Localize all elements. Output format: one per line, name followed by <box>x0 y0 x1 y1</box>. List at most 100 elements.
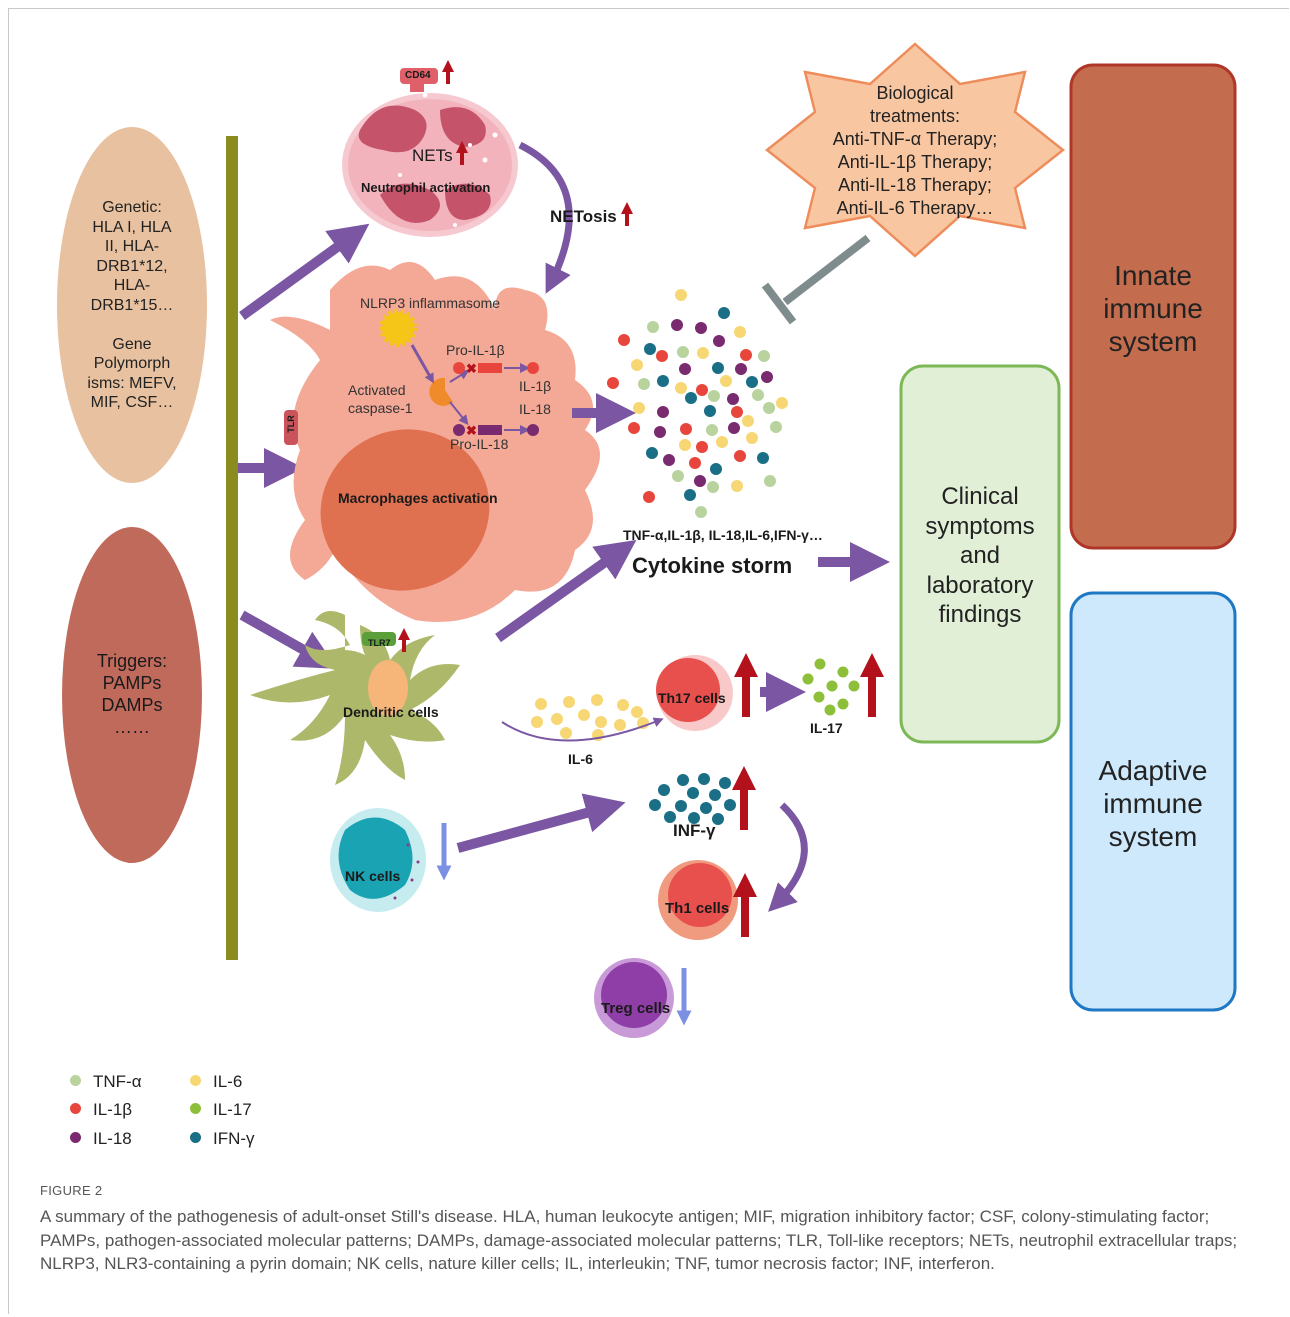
legend-label: IFN-γ <box>213 1129 255 1148</box>
cytokine-dot <box>728 422 740 434</box>
caspase-1-shape <box>429 377 453 406</box>
cytokine-dot <box>633 402 645 414</box>
cytokine-dot <box>709 789 721 801</box>
cytokine-dot <box>712 362 724 374</box>
cytokine-dot <box>646 447 658 459</box>
tlr-receptor <box>284 410 298 445</box>
legend-ifng: IFN-γ <box>190 1129 255 1149</box>
svg-text:✖: ✖ <box>466 361 477 376</box>
cytokine-dot <box>814 658 826 670</box>
arrow-to-neutrophil <box>239 223 370 321</box>
inhibition-bar <box>761 282 797 325</box>
cytokine-dot <box>560 727 572 739</box>
caspase-label-line2: caspase-1 <box>348 400 413 416</box>
cytokine-dot <box>644 343 656 355</box>
cytokine-dot <box>735 363 747 375</box>
cytokine-dot <box>826 680 838 692</box>
clinical-line: Clinical <box>941 483 1019 510</box>
genetic-line: II, HLA- <box>104 238 160 255</box>
cytokine-dot <box>697 347 709 359</box>
figure-label: FIGURE 2 <box>40 1183 103 1198</box>
cytokine-dot <box>684 489 696 501</box>
cytokine-dot <box>776 397 788 409</box>
cytokine-dot <box>675 382 687 394</box>
cytokine-dot <box>740 349 752 361</box>
cytokine-dot <box>631 359 643 371</box>
cytokine-dot <box>757 452 769 464</box>
clinical-box <box>899 364 1061 744</box>
adaptive-box <box>1069 591 1237 1012</box>
cytokine-dot <box>824 704 836 716</box>
legend-swatch <box>190 1132 201 1144</box>
legend-swatch <box>70 1103 81 1115</box>
legend-label: IL-17 <box>213 1100 252 1119</box>
il17-dot-cloud <box>802 658 860 716</box>
cytokine-dot <box>731 480 743 492</box>
cytokine-dot <box>671 319 683 331</box>
genetic-line: DRB1*15… <box>90 296 174 314</box>
cd64-label: CD64 <box>405 70 431 81</box>
arrow-nk-infg <box>456 793 626 853</box>
cytokine-dot <box>734 326 746 338</box>
genetic-line: isms: MEFV, <box>87 374 177 392</box>
cytokine-dot <box>764 475 776 487</box>
legend-tnf: TNF-α <box>70 1072 142 1092</box>
netosis-curve-arrow <box>518 141 573 294</box>
cytokine-dot <box>720 375 732 387</box>
nk-cell <box>330 808 426 912</box>
cytokine-dot <box>685 392 697 404</box>
cytokine-dot <box>698 773 710 785</box>
genetic-line: HLA I, HLA <box>92 218 172 236</box>
cytokine-dot <box>719 777 731 789</box>
macrophage-cell <box>270 262 600 622</box>
figure-caption: A summary of the pathogenesis of adult-o… <box>40 1207 1238 1273</box>
genetic-line: Polymorph <box>93 355 171 372</box>
legend-label: IL-6 <box>213 1072 243 1091</box>
triggers-line: Triggers: <box>96 651 168 671</box>
cytokine-dot <box>837 666 849 678</box>
legend-swatch <box>190 1075 201 1087</box>
legend-label: IL-1β <box>93 1100 133 1119</box>
cytokine-dot <box>716 436 728 448</box>
cytokine-dot <box>696 441 708 453</box>
cytokine-dot <box>672 470 684 482</box>
cytokine-dot <box>535 698 547 710</box>
infg-dot-cloud <box>649 773 736 825</box>
cytokine-dot <box>647 321 659 333</box>
treg-label: Treg cells <box>601 1000 671 1017</box>
cytokine-dot <box>746 432 758 444</box>
legend-swatch <box>70 1075 81 1087</box>
genetic-ellipse <box>57 127 207 483</box>
cytokine-dot <box>694 475 706 487</box>
nlrp3-inflammasome <box>379 309 417 347</box>
cytokine-dot <box>734 450 746 462</box>
cytokine-dot <box>628 422 640 434</box>
clinical-line: laboratory <box>926 571 1034 599</box>
legend-label: IL-18 <box>93 1129 132 1148</box>
cytokine-dot <box>643 491 655 503</box>
adaptive-line: Adaptive <box>1098 755 1208 786</box>
cytokine-dot <box>731 406 743 418</box>
th1-cell <box>658 860 738 940</box>
cytokine-dot <box>742 415 754 427</box>
legend-swatch <box>190 1103 201 1115</box>
treatment-line: Anti-IL-1β Therapy; <box>837 152 993 172</box>
cytokine-dot <box>837 698 849 710</box>
macrophage-activation-label: Macrophages activation <box>338 490 498 506</box>
innate-line: system <box>1108 326 1198 357</box>
clinical-line: and <box>959 542 1001 569</box>
cytokine-dot <box>687 787 699 799</box>
treatment-line: treatments: <box>869 106 961 126</box>
cytokine-dot <box>551 713 563 725</box>
tlr-macrophage-label: TLR <box>285 415 296 433</box>
cytokine-dot <box>677 774 689 786</box>
adaptive-line: immune <box>1103 788 1203 819</box>
inhibition-line <box>782 234 871 306</box>
pro-il1b-label: Pro-IL-1β <box>446 342 505 358</box>
cytokine-dot <box>595 716 607 728</box>
cytokine-dot <box>679 363 691 375</box>
